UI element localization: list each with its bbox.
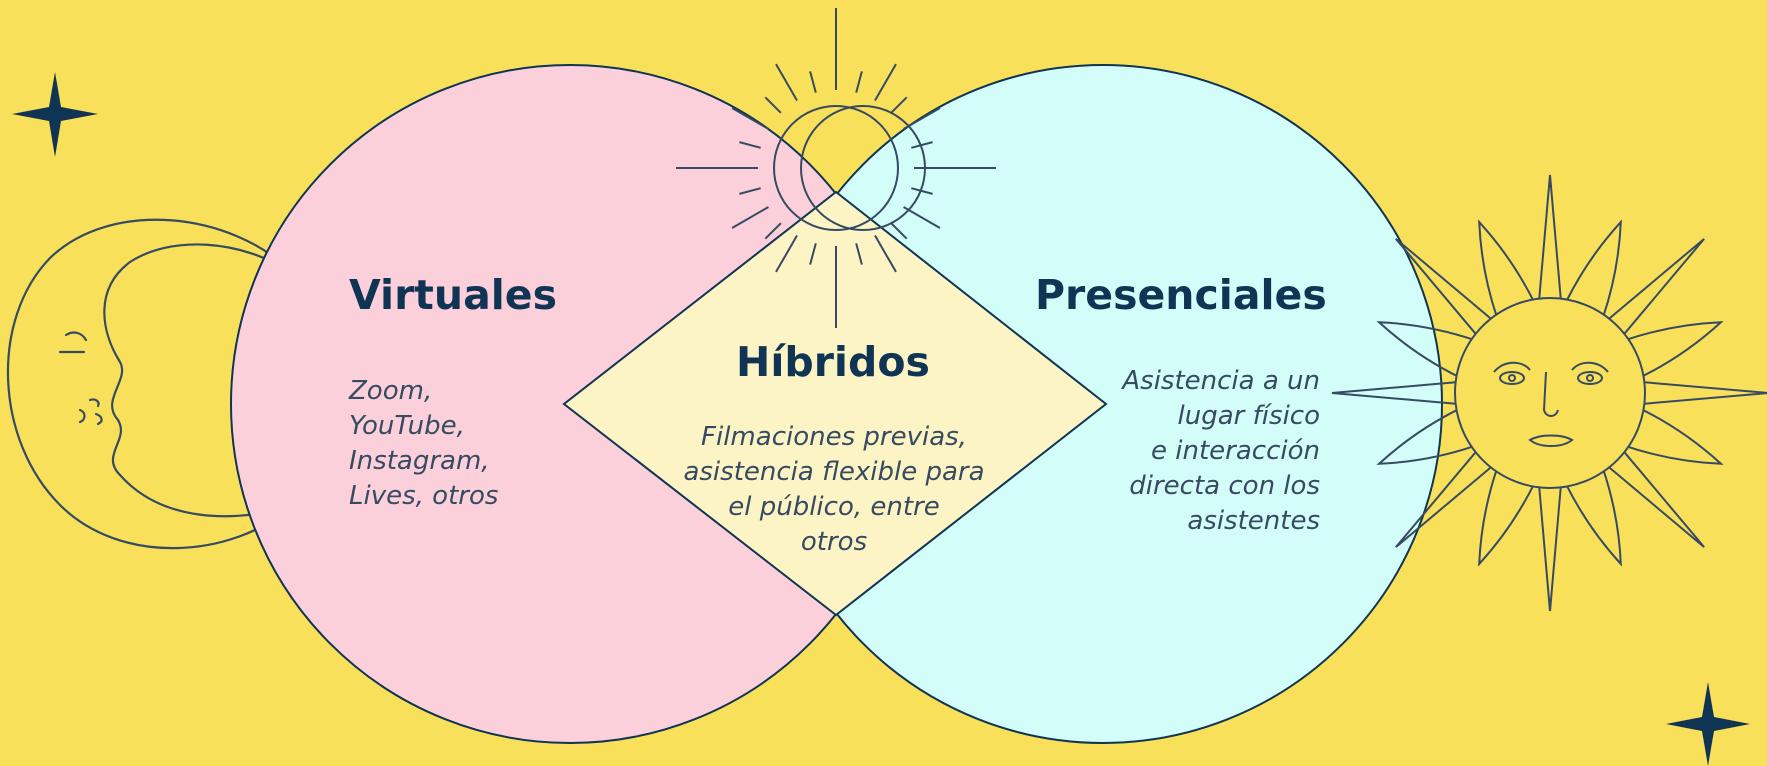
eclipse-ray	[775, 235, 798, 273]
eclipse-ray	[874, 235, 897, 273]
sun-ray	[1624, 407, 1724, 465]
eclipse-ray	[890, 222, 908, 240]
sun-ray	[1537, 174, 1563, 302]
eclipse-ray	[764, 222, 782, 240]
sun-ray	[1478, 219, 1536, 319]
virtual-line: Instagram,	[349, 446, 490, 476]
presencial-line: asistentes	[1187, 506, 1320, 536]
eclipse-ray	[874, 63, 897, 101]
presencial-line: lugar físico	[1177, 401, 1320, 431]
sun-ray	[1395, 238, 1494, 337]
presencial-description: Asistencia a un lugar físico e interacci…	[1090, 364, 1320, 539]
eclipse-ray	[911, 141, 933, 149]
hybrid-line: asistencia flexible para	[683, 457, 985, 487]
eclipse-ray	[855, 243, 863, 265]
sun-face-icon	[1331, 174, 1767, 612]
virtual-line: YouTube,	[349, 411, 465, 441]
eclipse-ray	[764, 96, 782, 114]
eclipse-ray	[731, 107, 769, 130]
hybrid-line: el público, entre	[728, 492, 940, 522]
sun-ray	[1376, 407, 1476, 465]
sun-ray	[1395, 449, 1494, 548]
virtual-line: Zoom,	[349, 376, 433, 406]
sun-ray	[1376, 321, 1476, 379]
hybrid-diamond	[562, 190, 1108, 617]
eclipse-ray	[775, 63, 798, 101]
presencial-line: directa con los	[1129, 471, 1320, 501]
hybrid-description: Filmaciones previas, asistencia flexible…	[664, 420, 1004, 560]
virtual-description: Zoom, YouTube, Instagram, Lives, otros	[349, 374, 569, 514]
eclipse-ray	[911, 187, 933, 195]
sun-ray	[1606, 238, 1705, 337]
eclipse-ray	[731, 206, 769, 229]
eclipse-ray	[890, 96, 908, 114]
hybrid-title: Híbridos	[736, 338, 930, 386]
hybrid-line: Filmaciones previas,	[701, 422, 967, 452]
eclipse-ray	[903, 206, 941, 229]
eclipse-ray	[903, 107, 941, 130]
star-icon-bottom-right	[1666, 682, 1750, 766]
crescent-moon-icon	[6, 218, 296, 550]
sun-ray	[1537, 484, 1563, 612]
sun-ray	[1331, 380, 1459, 406]
eclipse-ray	[809, 71, 817, 93]
sun-ray	[1478, 467, 1536, 567]
sun-ray	[1564, 219, 1622, 319]
virtual-line: Lives, otros	[349, 481, 499, 511]
presencial-line: Asistencia a un	[1122, 366, 1320, 396]
eclipse-ray	[739, 141, 761, 149]
eclipse-ray	[739, 187, 761, 195]
sun-ray	[1641, 380, 1767, 406]
virtual-title: Virtuales	[349, 271, 558, 319]
eclipse-ray	[855, 71, 863, 93]
hybrid-line: otros	[800, 527, 868, 557]
eclipse-sun-icon	[676, 8, 996, 328]
sun-ray	[1606, 449, 1705, 548]
sun-ray	[1624, 321, 1724, 379]
presencial-line: e interacción	[1151, 436, 1320, 466]
star-icon-top-left	[12, 72, 98, 157]
sun-ray	[1564, 467, 1622, 567]
eclipse-ray	[809, 243, 817, 265]
presencial-title: Presenciales	[1035, 271, 1327, 319]
